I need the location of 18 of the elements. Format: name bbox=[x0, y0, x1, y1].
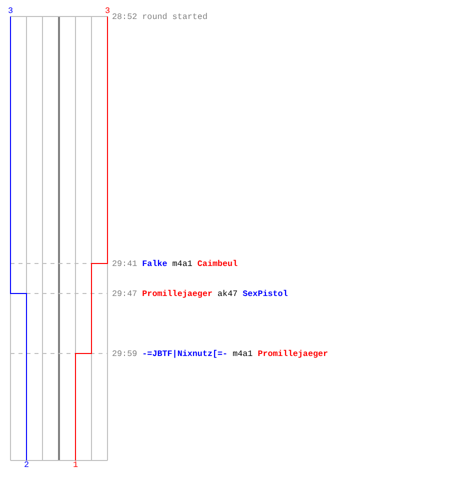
player-name: SexPistol bbox=[242, 289, 288, 299]
player-name: Caimbeul bbox=[197, 259, 238, 269]
weapon-name: m4a1 bbox=[172, 259, 192, 269]
count-label: 3 bbox=[8, 7, 14, 16]
weapon-name: ak47 bbox=[218, 289, 238, 299]
count-label: 3 bbox=[104, 7, 110, 16]
count-label: 2 bbox=[24, 461, 30, 470]
time-label: 28:52 bbox=[112, 12, 138, 22]
weapon-name: m4a1 bbox=[232, 349, 253, 359]
time-label: 29:59 bbox=[112, 349, 138, 359]
player-name: Promillejaeger bbox=[258, 349, 328, 359]
time-label: 29:41 bbox=[112, 259, 138, 269]
count-label: 1 bbox=[72, 461, 78, 470]
player-name: Promillejaeger bbox=[142, 289, 213, 299]
player-name: -=JBTF|Nixnutz[=- bbox=[142, 349, 228, 359]
status-text: round started bbox=[142, 12, 208, 22]
player-name: Falke bbox=[142, 259, 168, 269]
time-label: 29:47 bbox=[112, 289, 138, 299]
